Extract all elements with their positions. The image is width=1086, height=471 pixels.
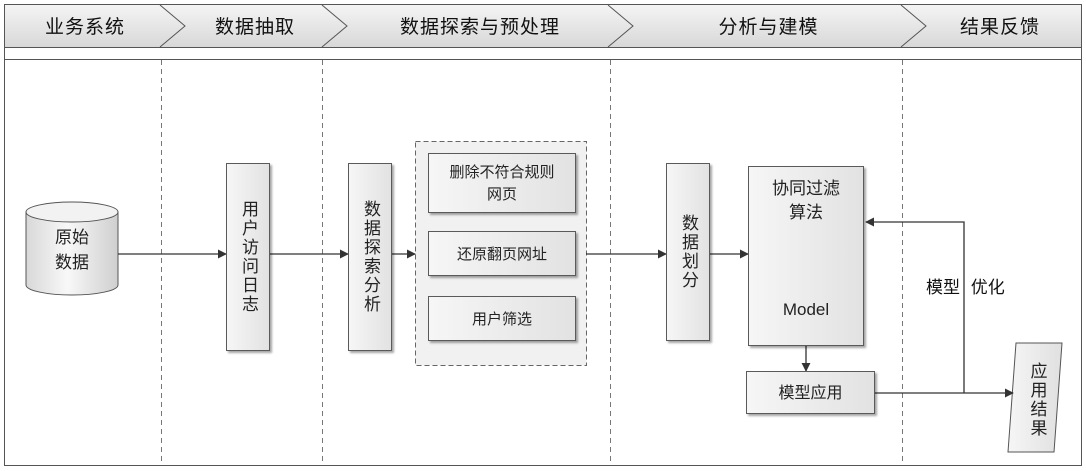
user-filter-label: 用户筛选 xyxy=(471,309,532,328)
outer-frame xyxy=(4,4,1082,466)
feedback-loop xyxy=(865,217,965,393)
delete-pages-label: 删除不符合规则 网页 xyxy=(449,163,555,203)
header-stage-feedback: 结果反馈 xyxy=(959,15,1040,38)
restore-url-label: 还原翻页网址 xyxy=(456,244,547,263)
raw-data-label: 原始 数据 xyxy=(55,228,89,273)
connectors xyxy=(118,217,1014,398)
data-explore-label: 数据探索分析 xyxy=(360,200,380,314)
header-stage-explore: 数据探索与预处理 xyxy=(399,15,560,38)
header-stage-model: 分析与建模 xyxy=(718,15,819,38)
data-explore-box: 数据探索分析 xyxy=(348,163,392,351)
model-label: Model xyxy=(782,300,830,319)
lane-dividers xyxy=(161,60,903,465)
apply-model-box: 模型应用 xyxy=(746,371,875,414)
header-chevron-2 xyxy=(321,4,348,48)
delete-pages-box: 删除不符合规则 网页 xyxy=(428,153,576,213)
data-split-box: 数据划分 xyxy=(666,163,710,341)
header-band xyxy=(5,4,1081,60)
user-access-log-box: 用户访问日志 xyxy=(226,163,270,351)
result-parallelogram xyxy=(1007,342,1063,453)
user-access-log-label: 用户访问日志 xyxy=(238,200,258,314)
cf-model-box: 协同过滤 算法 Model xyxy=(748,166,864,346)
header-stage-business: 业务系统 xyxy=(44,15,125,38)
header-stage-extract: 数据抽取 xyxy=(214,15,295,38)
model-optimize-label: 模型 优化 xyxy=(926,278,1005,298)
database-cylinder-shape xyxy=(25,201,119,296)
restore-url-box: 还原翻页网址 xyxy=(428,231,576,276)
header-chevron-4 xyxy=(900,4,927,48)
header-chevron-1 xyxy=(159,4,186,48)
header-chevron-3 xyxy=(607,4,634,48)
apply-model-label: 模型应用 xyxy=(778,382,843,402)
data-split-label: 数据划分 xyxy=(678,214,698,290)
user-filter-box: 用户筛选 xyxy=(428,296,576,341)
result-label: 应用结果 xyxy=(1026,362,1047,438)
cf-model-title: 协同过滤 算法 xyxy=(772,179,840,223)
